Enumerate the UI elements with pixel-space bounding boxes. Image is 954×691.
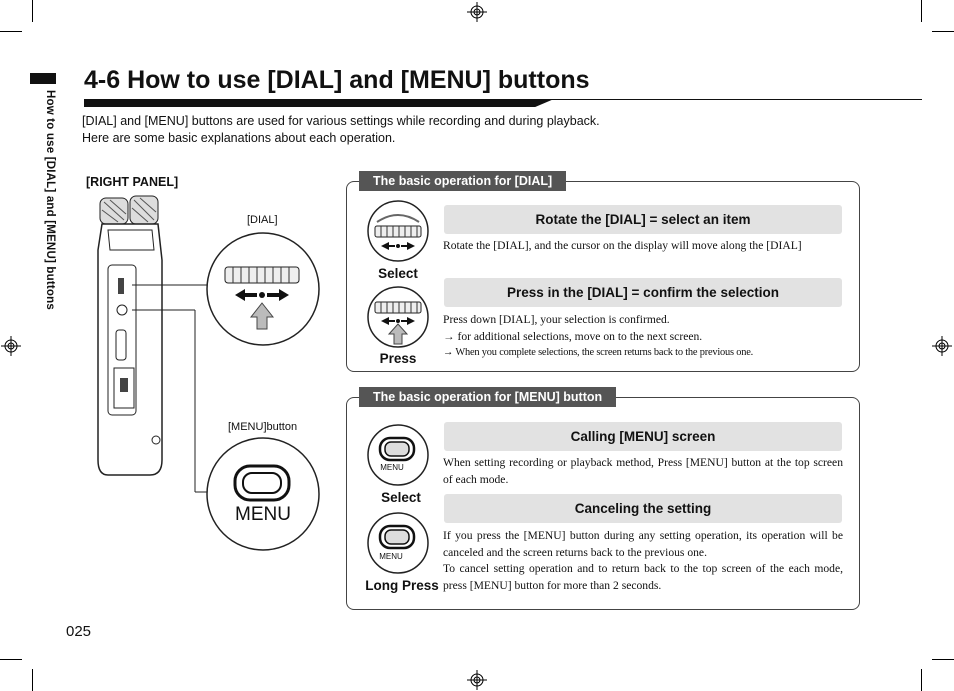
dial-rotate-description: Rotate the [DIAL], and the cursor on the…	[443, 239, 802, 252]
registration-mark-right	[932, 336, 952, 356]
dial-press-icon	[367, 286, 429, 348]
dial-press-heading: Press in the [DIAL] = confirm the select…	[444, 278, 842, 307]
menu-zoom-label: MENU	[235, 504, 291, 525]
recorder-device-illustration	[97, 195, 240, 493]
dial-press-caption: Press	[379, 351, 417, 366]
intro-line-1: [DIAL] and [MENU] buttons are used for v…	[82, 114, 600, 128]
crop-mark	[0, 659, 22, 660]
crop-mark	[921, 0, 922, 22]
title-underline-wedge	[84, 99, 554, 107]
crop-mark	[0, 31, 22, 32]
crop-mark	[932, 31, 954, 32]
dial-callout-label: [DIAL]	[247, 214, 278, 226]
dial-press-description: Press down [DIAL], your selection is con…	[443, 312, 843, 362]
title-rule	[84, 99, 922, 100]
menu-cancel-line-2: To cancel setting operation and to retur…	[443, 562, 843, 592]
intro-line-2: Here are some basic explanations about e…	[82, 131, 396, 145]
crop-mark	[932, 659, 954, 660]
menu-section-tab: The basic operation for [MENU] button	[359, 387, 617, 407]
side-tab-marker	[30, 73, 56, 84]
registration-mark-left	[1, 336, 21, 356]
menu-calling-heading: Calling [MENU] screen	[444, 422, 842, 451]
intro-text: [DIAL] and [MENU] buttons are used for v…	[82, 113, 600, 147]
menu-longpress-icon	[367, 512, 429, 574]
crop-mark	[921, 669, 922, 691]
menu-select-caption: Select	[381, 490, 421, 505]
registration-mark-top	[467, 2, 487, 22]
registration-mark-bottom	[467, 670, 487, 690]
menu-zoom-circle	[206, 437, 320, 551]
dial-zoom-circle	[206, 232, 320, 346]
menu-cancel-heading: Canceling the setting	[444, 494, 842, 523]
dial-press-line-1: Press down [DIAL], your selection is con…	[443, 313, 670, 326]
page-title: 4-6 How to use [DIAL] and [MENU] buttons	[84, 66, 590, 94]
menu-longpress-icon-label: MENU	[379, 552, 403, 561]
menu-calling-description: When setting recording or playback metho…	[443, 456, 843, 486]
crop-mark	[32, 0, 33, 22]
menu-callout-label: [MENU]button	[228, 421, 298, 433]
dial-rotate-icon	[367, 200, 429, 262]
crop-mark	[32, 669, 33, 691]
menu-select-icon	[367, 424, 429, 486]
dial-section-tab: The basic operation for [DIAL]	[359, 171, 567, 191]
side-section-label: How to use [DIAL] and [MENU] buttons	[44, 90, 56, 310]
menu-cancel-description: If you press the [MENU] button during an…	[443, 528, 843, 594]
dial-select-caption: Select	[378, 266, 418, 281]
dial-rotate-heading: Rotate the [DIAL] = select an item	[444, 205, 842, 234]
right-panel-label: [RIGHT PANEL]	[86, 175, 179, 189]
page-number: 025	[66, 623, 92, 640]
menu-select-icon-label: MENU	[380, 463, 404, 472]
dial-press-line-3: → When you complete selections, the scre…	[443, 347, 754, 358]
menu-cancel-line-1: If you press the [MENU] button during an…	[443, 529, 843, 559]
dial-press-line-2: → for additional selections, move on to …	[443, 329, 703, 343]
menu-longpress-caption: Long Press	[365, 578, 439, 593]
